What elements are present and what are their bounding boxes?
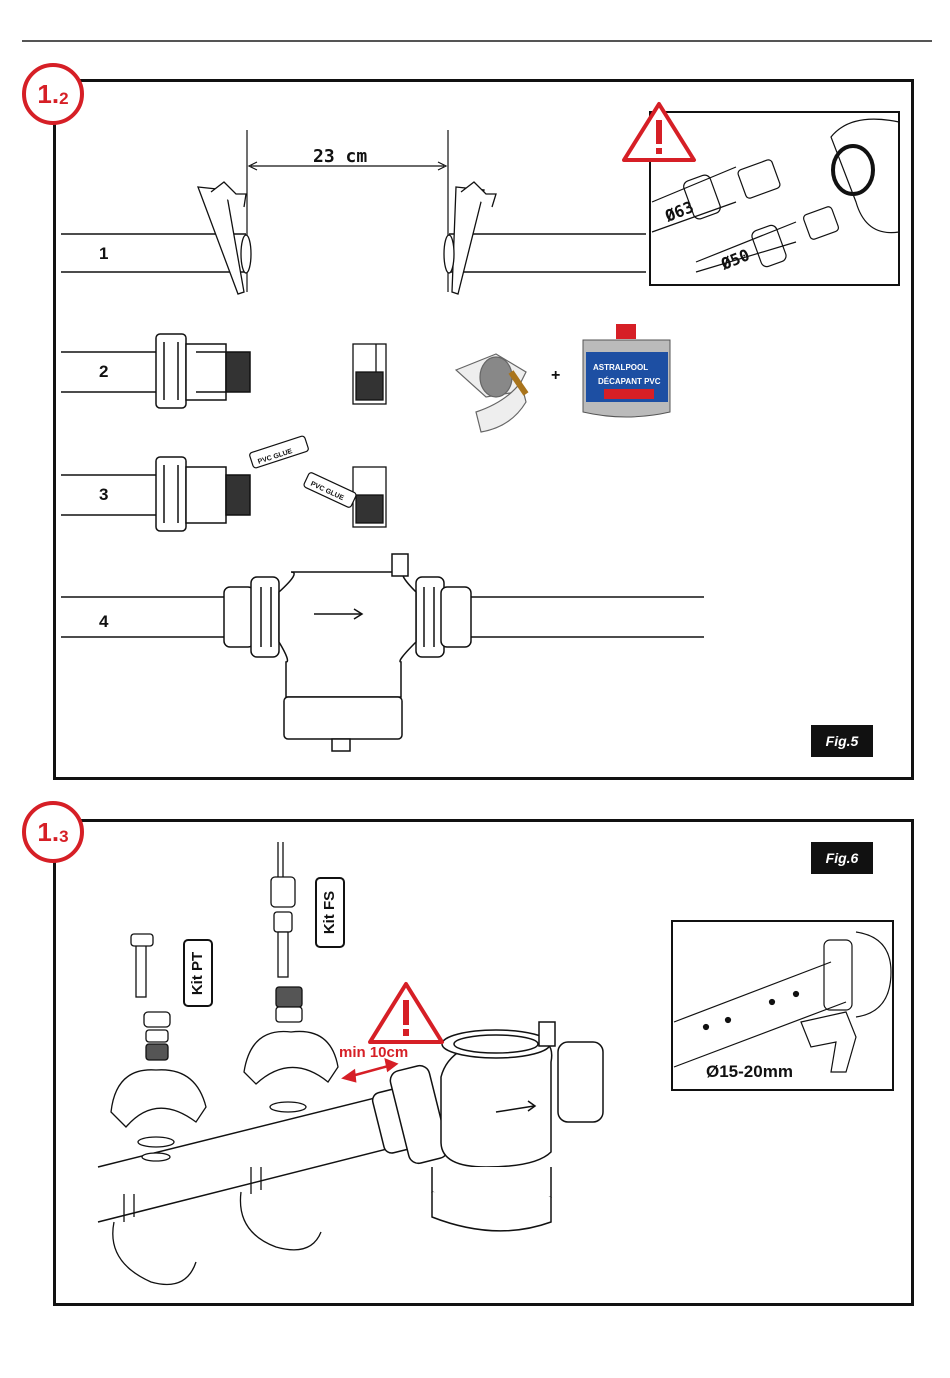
section-number-main: 1. xyxy=(37,819,59,845)
can-product: DÉCAPANT PVC xyxy=(598,377,661,386)
cleaner-can-icon: ASTRALPOOL DÉCAPANT PVC xyxy=(583,324,670,417)
min-distance-label: min 10cm xyxy=(339,1044,408,1061)
kit-fs-label: Kit FS xyxy=(322,891,339,934)
plus-sign: + xyxy=(551,367,560,384)
step-label-1: 1 xyxy=(99,244,108,263)
hand-cleaning-icon xyxy=(456,354,526,432)
kit-pt-label-box: Kit PT xyxy=(183,939,213,1007)
row-1-pipes xyxy=(61,234,646,272)
min-distance-arrow xyxy=(344,1060,396,1081)
pipe-cutter-right xyxy=(444,182,496,294)
step-label-4: 4 xyxy=(99,612,109,631)
row-3-pipe-with-union xyxy=(61,457,250,531)
figure-6-panel: min 10cm Ø15-20mm Fig.6 Kit PT xyxy=(53,819,914,1306)
lower-saddle-halves xyxy=(113,1167,321,1285)
figure-5-illustration: Ø63 Ø50 xyxy=(56,82,917,783)
distance-label: 23 cm xyxy=(313,146,367,167)
step-label-2: 2 xyxy=(99,362,108,381)
figure-5-label: Fig.5 xyxy=(811,725,873,757)
row-4-assembled-device xyxy=(61,554,704,751)
row-2-socket xyxy=(353,344,386,404)
section-number-main: 1. xyxy=(37,81,59,107)
warning-icon xyxy=(370,984,442,1042)
row-3-socket xyxy=(353,467,386,527)
section-1-3-badge: 1.3 xyxy=(22,801,84,863)
step-label-3: 3 xyxy=(99,485,108,504)
drill-diameter-label: Ø15-20mm xyxy=(706,1062,793,1081)
section-1-2-badge: 1.2 xyxy=(22,63,84,125)
figure-5-panel: Ø63 Ø50 xyxy=(53,79,914,780)
inset-diameter-box: Ø63 Ø50 xyxy=(650,112,899,285)
section-number-sub: 2 xyxy=(59,90,68,107)
kit-pt-label: Kit PT xyxy=(190,951,207,994)
kit-fs-label-box: Kit FS xyxy=(315,877,345,948)
figure-6-label: Fig.6 xyxy=(811,842,873,874)
figure-6-illustration: min 10cm Ø15-20mm xyxy=(56,822,917,1309)
glue-tube-2: PVC GLUE xyxy=(303,472,357,508)
section-number-sub: 3 xyxy=(59,828,68,845)
glue-tube-1: PVC GLUE xyxy=(249,435,309,468)
row-2-pipe-with-union xyxy=(61,334,250,408)
pipe-cutter-left xyxy=(198,182,251,294)
can-brand: ASTRALPOOL xyxy=(593,363,648,372)
top-rule xyxy=(22,40,932,42)
